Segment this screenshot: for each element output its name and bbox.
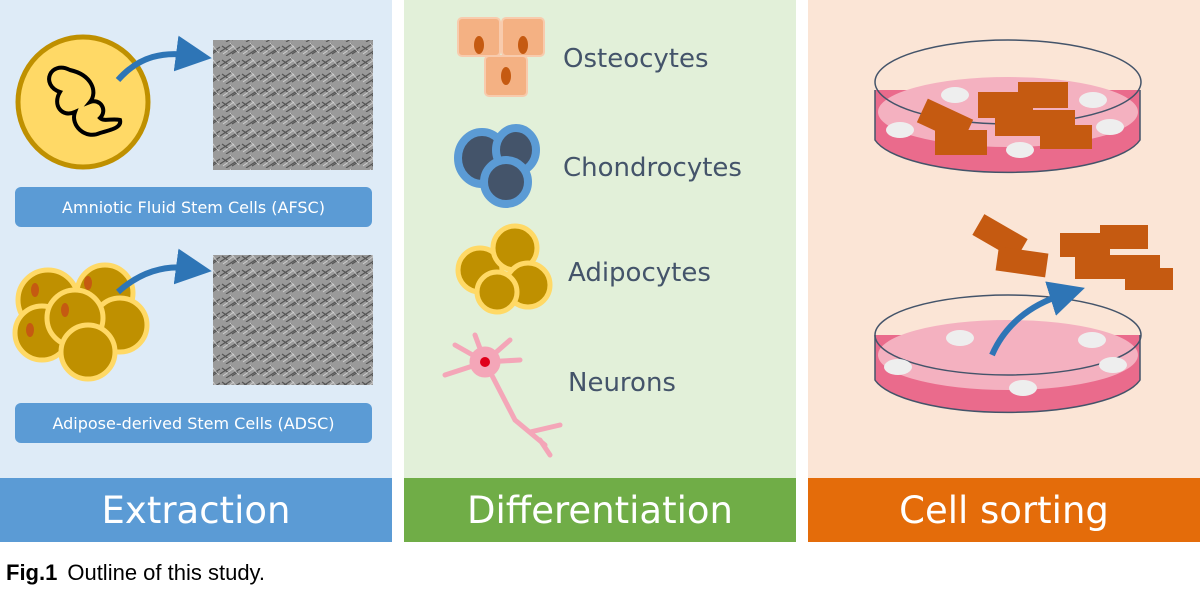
petri-dish-with-cells [874, 39, 1142, 174]
afsc-micrograph [213, 40, 373, 170]
differentiation-title: Differentiation [404, 478, 796, 542]
adsc-label: Adipose-derived Stem Cells (ADSC) [15, 403, 372, 443]
afsc-label: Amniotic Fluid Stem Cells (AFSC) [15, 187, 372, 227]
sorted-cells [972, 214, 1173, 290]
osteocytes-label: Osteocytes [563, 44, 709, 74]
petri-dish-sorted [874, 294, 1142, 414]
figure-label: Fig.1 [6, 560, 58, 585]
neuron-icon [442, 332, 563, 458]
adipocytes-label: Adipocytes [568, 258, 711, 288]
diagram-artwork [12, 17, 1173, 458]
neurons-label: Neurons [568, 368, 676, 398]
osteocyte-icon [457, 17, 545, 97]
arrow-icon [989, 281, 1085, 357]
cell-sorting-title: Cell sorting [808, 478, 1200, 542]
chondrocytes-label: Chondrocytes [563, 153, 742, 183]
differentiation-panel [404, 0, 796, 478]
figure-caption: Fig.1 Outline of this study. [6, 560, 265, 586]
figure-caption-text: Outline of this study. [67, 560, 266, 585]
adipocyte-icon [455, 223, 553, 315]
adsc-micrograph [213, 255, 373, 385]
fetus-icon [15, 34, 151, 170]
arrow-icon [115, 248, 212, 295]
arrow-icon [115, 35, 212, 83]
chondrocyte-icon [454, 124, 540, 208]
extraction-title: Extraction [0, 478, 392, 542]
